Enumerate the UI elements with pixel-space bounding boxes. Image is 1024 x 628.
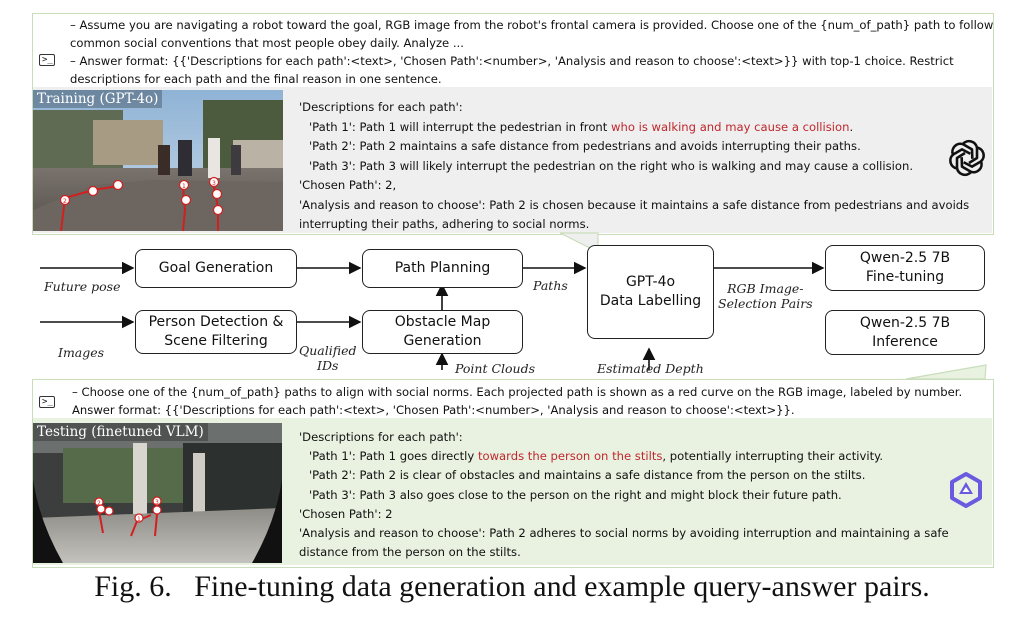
terminal-icon: >_ [39, 396, 55, 408]
answer-path-3: 'Path 3': Path 3 will likely interrupt t… [309, 158, 914, 173]
answer-line: 'Descriptions for each path': [299, 430, 463, 444]
path-number-label: 1 [182, 183, 186, 190]
training-prompt-line: common social conventions that most peop… [70, 36, 464, 50]
path-number-label: 2 [63, 198, 67, 205]
training-answer: 'Descriptions for each path': 'Path 1': … [299, 98, 969, 235]
qualified-line: IDs [317, 358, 339, 373]
path-number-label: 2 [97, 500, 101, 507]
testing-scene-illustration: 2 1 3 [33, 423, 282, 563]
answer-analysis: interrupting their paths, adhering to so… [299, 217, 590, 231]
answer-analysis: distance from the person on the stilts. [299, 545, 521, 560]
qualified-line: Qualified [299, 343, 357, 358]
training-prompt-line: – Assume you are navigating a robot towa… [70, 18, 994, 32]
path-number-label: 3 [212, 180, 216, 187]
training-prompt: – Assume you are navigating a robot towa… [70, 16, 993, 88]
answer-chosen: 'Chosen Path': 2 [299, 506, 393, 521]
training-prompt-line: – Answer format: {{'Descriptions for eac… [70, 54, 954, 68]
path-number-label: 3 [155, 499, 159, 506]
training-scene-illustration: 2 1 3 [33, 90, 283, 231]
paths-label: Paths [533, 278, 568, 293]
answer-text: 'Path 1': Path 1 will interrupt the pede… [309, 119, 611, 134]
training-image-label: Training (GPT-4o) [33, 90, 163, 108]
figure-caption: Fig. 6. Fine-tuning data generation and … [94, 570, 930, 603]
training-image: 2 1 3 Training (GPT-4o) [33, 90, 283, 231]
testing-answer: 'Descriptions for each path': 'Path 1': … [299, 428, 949, 562]
answer-chosen: 'Chosen Path': 2, [299, 178, 397, 192]
goal-generation-label: Goal Generation [158, 260, 274, 276]
answer-text: . [849, 119, 854, 134]
qualified-ids-label: Qualified IDs [299, 343, 356, 373]
qwen-inf-label-line: Inference [872, 333, 938, 350]
answer-text: 'Path 1': Path 1 goes directly [309, 449, 478, 464]
person-label-line: Person Detection & [148, 314, 284, 330]
path-planning-box: Path Planning [362, 249, 523, 288]
answer-path-1: 'Path 1': Path 1 goes directly towards t… [299, 447, 949, 466]
qwen-ft-label-line: Fine-tuning [865, 269, 945, 285]
images-label: Images [58, 345, 105, 360]
testing-prompt-line: Answer format: {{'Descriptions for each … [72, 403, 795, 417]
path-number-label: 1 [137, 516, 141, 523]
testing-image: 2 1 3 Testing (finetuned VLM) [33, 423, 282, 563]
qwen-finetuning-box: Qwen-2.5 7B Fine-tuning [825, 245, 985, 291]
estimated-depth-label: Estimated Depth [597, 361, 704, 376]
qwen-logo-icon [950, 472, 982, 508]
answer-highlight: who is walking and may cause a collision [611, 119, 850, 134]
path-planning-label: Path Planning [394, 260, 491, 276]
answer-path-1: 'Path 1': Path 1 will interrupt the pede… [299, 118, 969, 138]
answer-path-2: 'Path 2': Path 2 maintains a safe distan… [309, 139, 861, 153]
qwen-inference-box: Qwen-2.5 7B Inference [825, 310, 985, 355]
answer-text: , potentially interrupting their activit… [662, 449, 884, 464]
testing-prompt: – Choose one of the {num_of_path} paths … [72, 383, 962, 419]
flow-connectors [40, 232, 987, 380]
terminal-icon: >_ [39, 54, 55, 66]
answer-analysis: 'Analysis and reason to choose': Path 2 … [299, 526, 949, 541]
goal-generation-box: Goal Generation [135, 249, 297, 288]
future-pose-label: Future pose [44, 279, 121, 294]
answer-highlight: towards the person on the stilts [477, 449, 663, 464]
obstacle-label-line: Generation [403, 333, 482, 349]
qwen-ft-label-line: Qwen-2.5 7B [859, 250, 951, 266]
answer-path-2: 'Path 2': Path 2 is clear of obstacles a… [309, 468, 866, 483]
rgb-pairs-label: RGB Image- Selection Pairs [718, 281, 813, 311]
testing-prompt-line: – Choose one of the {num_of_path} paths … [72, 385, 963, 399]
qwen-inf-label-line: Qwen-2.5 7B [859, 314, 951, 331]
testing-image-label: Testing (finetuned VLM) [33, 423, 208, 441]
answer-line: 'Descriptions for each path': [299, 100, 463, 114]
answer-path-3: 'Path 3': Path 3 also goes close to the … [309, 487, 842, 502]
person-label-line: Scene Filtering [164, 333, 268, 349]
person-detection-box: Person Detection & Scene Filtering [135, 310, 297, 354]
point-clouds-label: Point Clouds [455, 361, 536, 376]
obstacle-label-line: Obstacle Map [394, 314, 491, 330]
gpt-label-line: GPT-4o [625, 274, 676, 290]
answer-analysis: 'Analysis and reason to choose': Path 2 … [299, 197, 970, 212]
rgb-pairs-line: Selection Pairs [718, 296, 813, 311]
gpt-label-line: Data Labelling [599, 293, 702, 309]
rgb-pairs-line: RGB Image- [727, 281, 804, 296]
openai-logo-icon [949, 139, 985, 177]
training-prompt-line: descriptions for each path and the final… [70, 72, 442, 86]
